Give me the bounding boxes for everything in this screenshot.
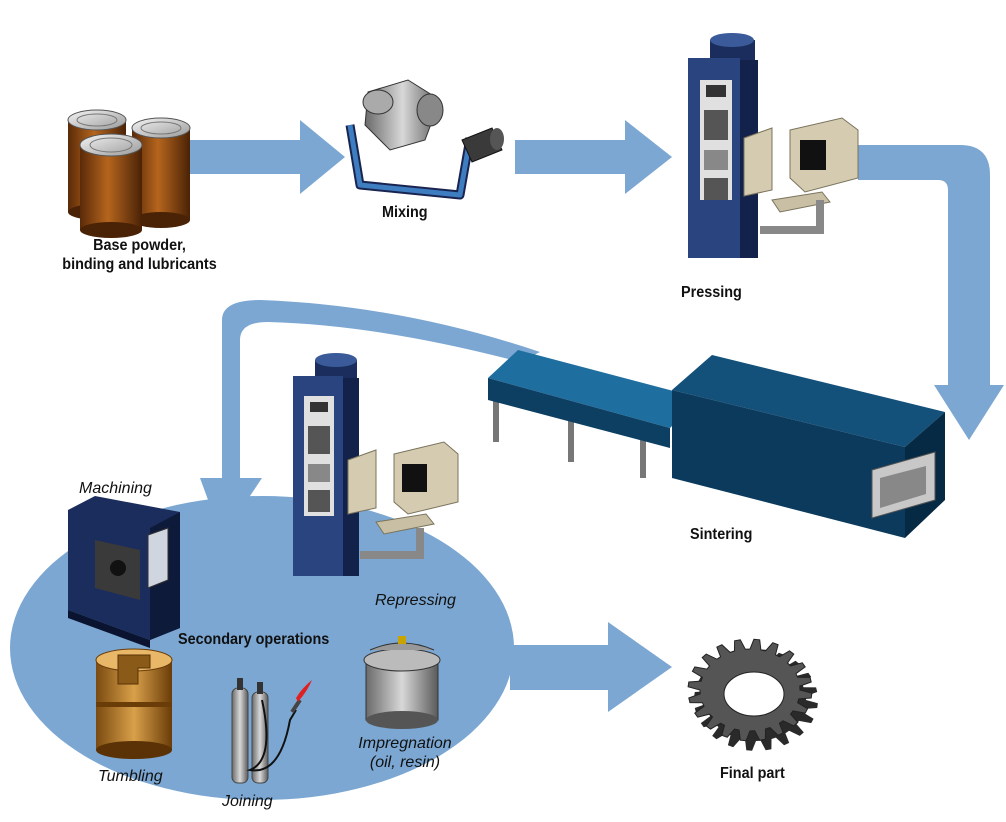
arrow-pressing-to-sintering xyxy=(858,145,1004,440)
mixer-icon xyxy=(345,79,504,200)
label-base-powder-line1: Base powder, xyxy=(93,237,186,254)
gear-icon xyxy=(687,638,818,751)
label-repressing: Repressing xyxy=(375,592,456,609)
label-impregnation-line2: (oil, resin) xyxy=(369,754,441,771)
arrow-secondary-to-final xyxy=(510,622,672,712)
label-tumbling: Tumbling xyxy=(98,768,163,785)
label-impregnation: Impregnation (oil, resin) xyxy=(350,734,460,772)
gas-cylinders-icon xyxy=(231,678,312,784)
label-base-powder: Base powder, binding and lubricants xyxy=(54,236,225,274)
gear-hole xyxy=(723,671,785,717)
arrow-mixing-to-pressing xyxy=(515,120,672,194)
press-machine-icon xyxy=(688,33,859,258)
label-secondary-operations: Secondary operations xyxy=(178,631,330,648)
repressing-machine-icon xyxy=(293,353,459,576)
tumbling-drum-icon xyxy=(95,648,173,759)
machining-center-icon xyxy=(68,496,180,648)
impregnation-vessel-icon xyxy=(363,636,441,729)
label-pressing: Pressing xyxy=(681,284,742,301)
label-sintering: Sintering xyxy=(690,526,753,543)
label-joining: Joining xyxy=(222,793,273,810)
label-machining: Machining xyxy=(79,480,152,497)
label-mixing: Mixing xyxy=(382,204,428,221)
label-impregnation-line1: Impregnation xyxy=(358,735,452,752)
label-final-part: Final part xyxy=(720,765,785,782)
label-base-powder-line2: binding and lubricants xyxy=(62,256,217,273)
powder-cans-icon xyxy=(67,109,191,238)
arrow-base-to-mixing xyxy=(190,120,345,194)
sintering-furnace-icon xyxy=(488,350,945,538)
